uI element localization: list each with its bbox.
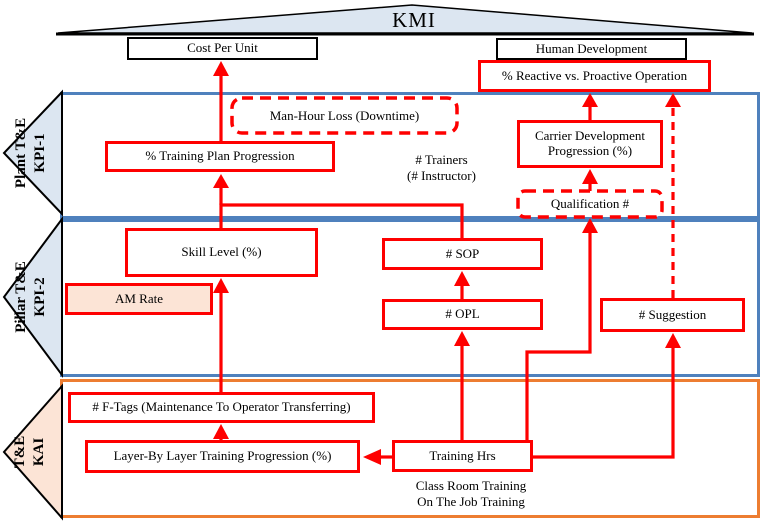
man-hour-loss-dashed-border bbox=[230, 96, 459, 135]
cost-per-unit-box: Cost Per Unit bbox=[127, 37, 318, 60]
sop-box: # SOP bbox=[382, 238, 543, 270]
trainers-label: # Trainers (# Instructor) bbox=[394, 148, 489, 188]
band-label-line: KAI bbox=[31, 437, 47, 467]
band-label-line: KPI-2 bbox=[32, 277, 48, 317]
training-hrs-box: Training Hrs bbox=[392, 440, 533, 472]
skill-level-box: Skill Level (%) bbox=[125, 228, 318, 277]
classroom-line1: Class Room Training bbox=[415, 478, 527, 494]
suggestion-box: # Suggestion bbox=[600, 298, 745, 332]
chevron-pillar-kpi2 bbox=[2, 215, 63, 379]
carrier-dev-line1: Carrier Development bbox=[534, 128, 646, 144]
chevron-plant-kpi1 bbox=[2, 89, 63, 217]
trainers-line1: # Trainers bbox=[415, 152, 468, 168]
opl-box: # OPL bbox=[382, 299, 543, 330]
classroom-training-label: Class Room Training On The Job Training bbox=[396, 478, 546, 510]
band-label-line: T&E bbox=[12, 435, 29, 469]
chevron-te-kai bbox=[2, 383, 63, 521]
qualification-box: Qualification # bbox=[550, 196, 630, 212]
layer-by-layer-box: Layer-By Layer Training Progression (%) bbox=[85, 440, 360, 473]
band-label-te-kai: T&E KAI bbox=[8, 389, 52, 515]
arrow-traininghrs-to-suggestion bbox=[533, 347, 675, 459]
arrow-traininghrs-to-qualification bbox=[525, 232, 592, 440]
kmi-title: KMI bbox=[392, 8, 436, 32]
human-development-box: Human Development bbox=[496, 38, 687, 60]
band-label-line: Plant T&E bbox=[13, 117, 30, 189]
am-rate-box: AM Rate bbox=[65, 283, 213, 315]
man-hour-loss-box: Man-Hour Loss (Downtime) bbox=[269, 107, 420, 123]
band-label-pillar-kpi2: Pillar T&E KPI-2 bbox=[9, 234, 53, 360]
connector-arrows bbox=[219, 75, 675, 459]
classroom-line2: On The Job Training bbox=[417, 494, 525, 509]
band-label-line: KPI-1 bbox=[32, 133, 48, 173]
training-plan-progression-box: % Training Plan Progression bbox=[105, 141, 335, 172]
connector-skill-sop-junction bbox=[219, 203, 464, 238]
reactive-vs-proactive-box: % Reactive vs. Proactive Operation bbox=[478, 60, 711, 92]
trainers-line2: (# Instructor) bbox=[407, 168, 476, 183]
arrowheads bbox=[213, 61, 681, 465]
f-tags-box: # F-Tags (Maintenance To Operator Transf… bbox=[68, 392, 375, 423]
carrier-dev-line2: Progression (%) bbox=[547, 143, 633, 158]
carrier-development-box: Carrier Development Progression (%) bbox=[517, 120, 663, 168]
band-label-line: Pillar T&E bbox=[13, 261, 30, 333]
band-label-plant-kpi1: Plant T&E KPI-1 bbox=[9, 90, 53, 216]
